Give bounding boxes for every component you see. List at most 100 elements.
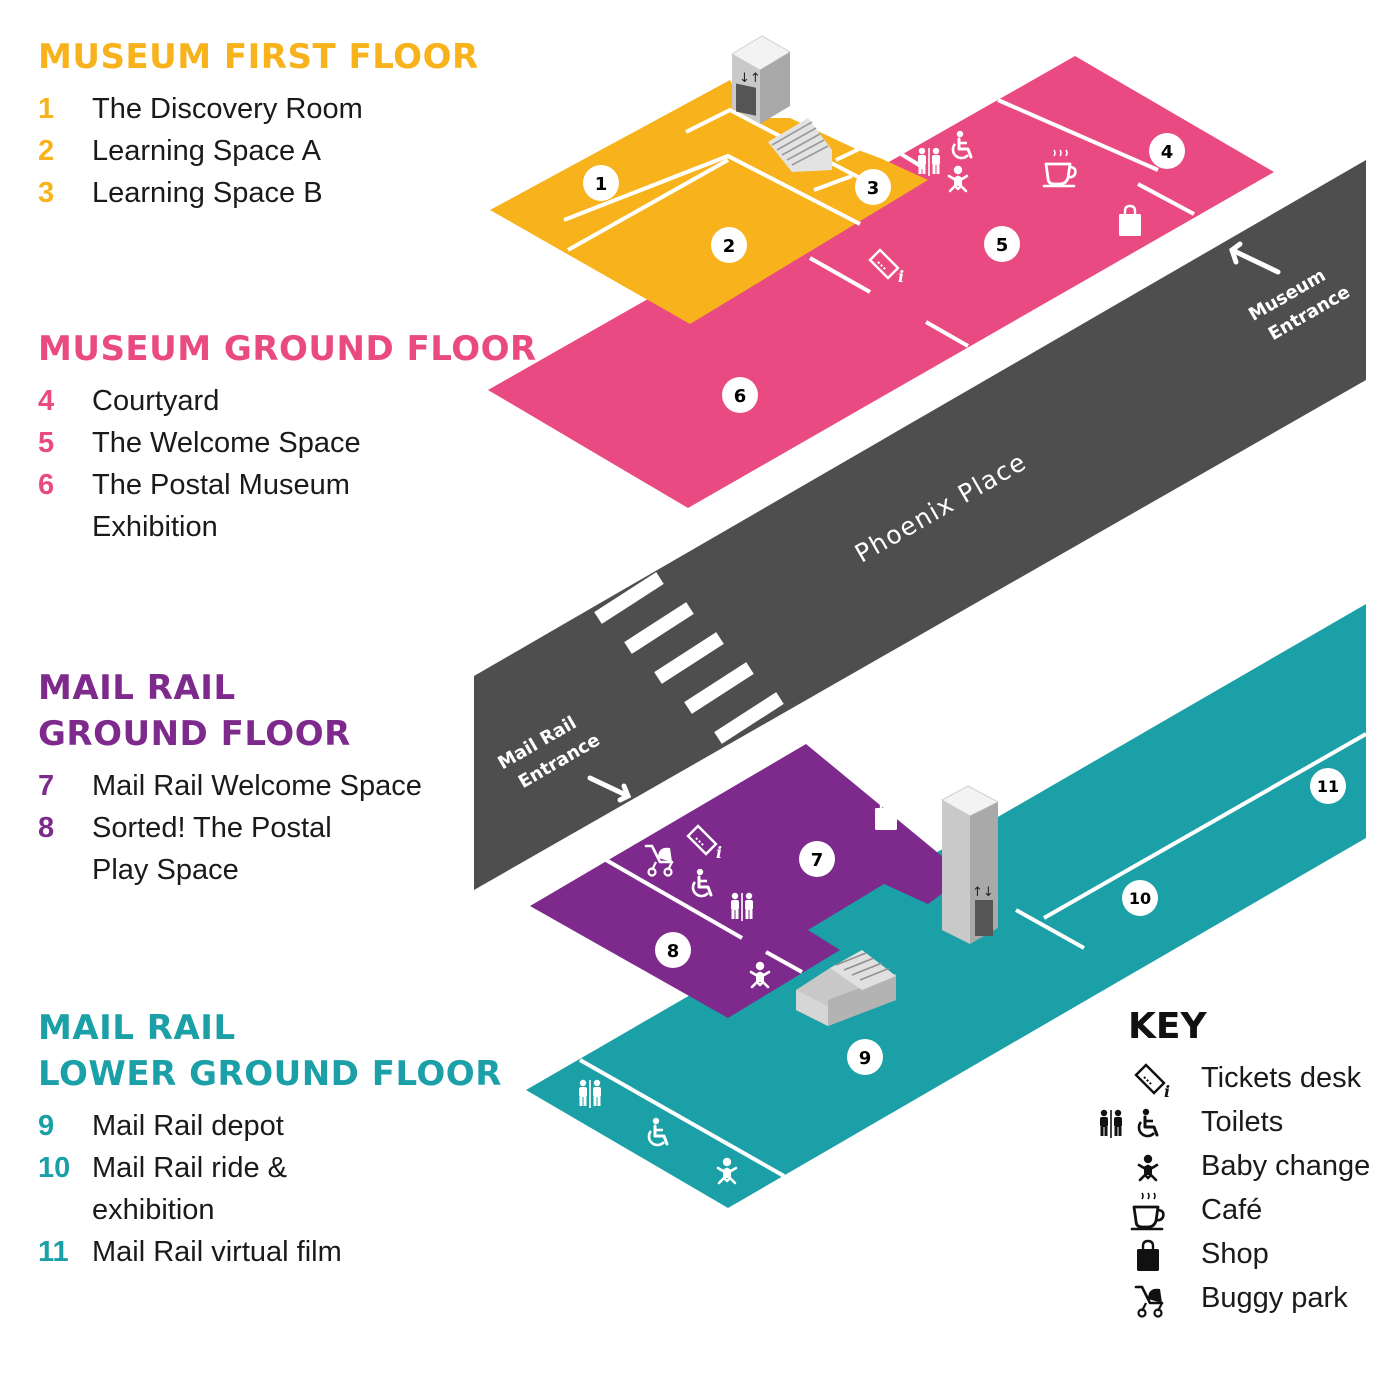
legend-item: 9 Mail Rail depot [38, 1105, 502, 1147]
toilets-icon [1090, 1107, 1159, 1143]
svg-text:4: 4 [1161, 142, 1174, 163]
museum-entrance-arrow [1229, 241, 1281, 275]
key-row-toilets: Toilets [1090, 1101, 1390, 1145]
key-row-shop: Shop [1090, 1233, 1390, 1277]
svg-text:3: 3 [867, 178, 880, 199]
marker-11: 11 [1310, 768, 1346, 804]
key-row-cafe: Café [1090, 1189, 1390, 1233]
buggy-park-icon [1134, 1285, 1164, 1318]
legend-text: Learning Space B [92, 177, 323, 209]
toilets-icon [918, 148, 940, 176]
legend-item: 1 The Discovery Room [38, 88, 479, 130]
legend-number: 3 [38, 177, 55, 209]
museum-lift: ↓↑ [731, 35, 791, 124]
legend-text: The Welcome Space [92, 427, 361, 459]
baby-change-icon [1137, 1153, 1159, 1182]
legend-text-continued: Exhibition [92, 511, 218, 543]
legend-number: 2 [38, 135, 55, 167]
legend-text: The Discovery Room [92, 93, 363, 125]
svg-text:10: 10 [1129, 889, 1151, 908]
mailrail-entrance-arrow [587, 775, 632, 803]
key-row-buggy-park: Buggy park [1090, 1277, 1390, 1321]
key-title: KEY [1128, 1006, 1207, 1047]
mailrail-lower-heading: MAIL RAIL [38, 1008, 236, 1048]
legend-text: Mail Rail depot [92, 1110, 284, 1142]
key-label: Shop [1201, 1238, 1269, 1270]
legend-text-continued: exhibition [92, 1194, 215, 1226]
key-label: Tickets desk [1201, 1062, 1362, 1094]
svg-text:1: 1 [595, 174, 608, 195]
key-label: Buggy park [1201, 1282, 1348, 1314]
marker-9: 9 [847, 1039, 883, 1075]
key-row-tickets: Tickets desk [1090, 1057, 1390, 1101]
marker-8: 8 [655, 932, 691, 968]
svg-text:7: 7 [811, 850, 824, 871]
legend-text: Mail Rail Welcome Space [92, 770, 422, 802]
marker-2: 2 [711, 227, 747, 263]
ticket-icon [1134, 1063, 1170, 1099]
legend-text: Mail Rail virtual film [92, 1236, 342, 1268]
legend-number: 5 [38, 427, 55, 459]
legend-text: Learning Space A [92, 135, 321, 167]
marker-10: 10 [1122, 880, 1158, 916]
legend-number: 7 [38, 770, 55, 802]
svg-text:6: 6 [734, 386, 747, 407]
key-label: Baby change [1201, 1150, 1371, 1182]
key-row-baby-change: Baby change [1090, 1145, 1390, 1189]
map-key: KEY Tickets desk Toilets Baby change Caf… [1090, 1005, 1390, 1321]
ground-floor-walls [809, 98, 1195, 348]
toilets-icon [731, 893, 753, 921]
marker-1: 1 [583, 165, 619, 201]
mailrail-ground-walls [605, 858, 803, 974]
legend-text: Mail Rail ride & [92, 1152, 287, 1184]
legend-item: 2 Learning Space A [38, 130, 479, 172]
legend-text: The Postal Museum [92, 469, 350, 501]
legend-number: 10 [38, 1152, 71, 1184]
legend-item: 3 Learning Space B [38, 172, 479, 214]
mailrail-ground-area [530, 744, 966, 1018]
legend-mailrail-ground: MAIL RAIL GROUND FLOOR 7 Mail Rail Welcom… [38, 665, 422, 891]
mailrail-ground-heading-line2: GROUND FLOOR [38, 714, 351, 754]
svg-text:5: 5 [996, 235, 1009, 256]
legend-number: 11 [38, 1236, 69, 1268]
svg-text:↓↑: ↓↑ [739, 71, 761, 86]
marker-6: 6 [722, 377, 758, 413]
mailrail-ground-heading: MAIL RAIL [38, 668, 236, 708]
lower-ground-walls [579, 732, 1367, 1178]
mailrail-lower-heading-line2: LOWER GROUND FLOOR [38, 1054, 502, 1094]
mailrail-staircase [796, 950, 896, 1026]
ground-floor-heading: MUSEUM GROUND FLOOR [38, 329, 537, 369]
legend-item: 11 Mail Rail virtual film [38, 1231, 502, 1273]
marker-4: 4 [1149, 133, 1185, 169]
legend-text: Sorted! The Postal [92, 812, 332, 844]
key-label: Café [1201, 1194, 1263, 1226]
marker-3: 3 [855, 169, 891, 205]
legend-number: 9 [38, 1110, 55, 1142]
shop-icon [1135, 1239, 1161, 1273]
legend-item: 5 The Welcome Space [38, 422, 537, 464]
marker-5: 5 [984, 226, 1020, 262]
svg-text:2: 2 [723, 236, 736, 257]
legend-item: 10 Mail Rail ride & exhibition [38, 1147, 502, 1231]
museum-staircase [768, 118, 832, 172]
svg-text:11: 11 [1317, 777, 1339, 796]
legend-number: 4 [38, 385, 55, 417]
marker-7: 7 [799, 841, 835, 877]
svg-text:9: 9 [859, 1048, 872, 1069]
legend-item: 7 Mail Rail Welcome Space [38, 765, 422, 807]
legend-number: 6 [38, 469, 55, 501]
legend-number: 1 [38, 93, 55, 125]
area-markers: 1 2 3 4 5 6 7 8 9 10 11 [583, 133, 1346, 1075]
mailrail-lift: ↑↓ [940, 785, 1000, 944]
cafe-icon [1130, 1191, 1165, 1231]
svg-text:↑↓: ↑↓ [972, 885, 994, 900]
legend-text-continued: Play Space [92, 854, 239, 886]
key-label: Toilets [1201, 1106, 1284, 1138]
